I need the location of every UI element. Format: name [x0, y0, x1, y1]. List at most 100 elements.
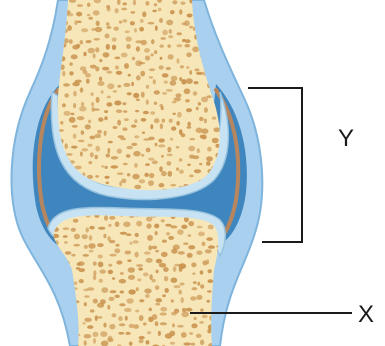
bone-pore [207, 147, 212, 152]
bone-pore [84, 245, 88, 249]
bone-pore [177, 112, 182, 118]
bone-pore [152, 279, 156, 283]
bone-pore [189, 70, 192, 74]
bone-pore [114, 57, 120, 60]
bone-pore [201, 128, 208, 134]
bone-pore [148, 158, 154, 161]
bone-pore [176, 167, 179, 170]
bone-pore [79, 279, 84, 283]
bone-pore [183, 342, 191, 345]
bone-pore [132, 240, 138, 243]
bone-pore [155, 26, 158, 31]
bone-pore [176, 58, 179, 63]
bone-pore [181, 79, 186, 85]
bone-pore [116, 109, 122, 113]
bone-pore [82, 234, 88, 239]
bone-pore [88, 144, 93, 147]
bone-pore [208, 245, 215, 249]
bone-pore [213, 3, 219, 6]
bone-pore [128, 289, 135, 294]
bone-pore [64, 241, 68, 243]
bone-pore [73, 219, 79, 223]
bone-pore [194, 317, 197, 320]
bone-pore [146, 148, 151, 153]
bone-pore [128, 267, 135, 273]
bone-pore [88, 17, 93, 20]
bone-pore [121, 8, 127, 11]
bone-pore [98, 255, 103, 259]
label-y: Y [338, 125, 354, 152]
bone-pore [106, 182, 109, 185]
bone-pore [83, 52, 86, 57]
bone-pore [145, 163, 150, 166]
bone-pore [101, 90, 104, 94]
bone-pore [158, 331, 161, 336]
bone-pore [173, 113, 176, 115]
bone-pore [161, 171, 167, 176]
bone-pore [146, 258, 153, 263]
bone-pore [95, 315, 98, 321]
bone-pore [171, 126, 176, 130]
bone-pore [143, 323, 147, 326]
label-x: X [358, 301, 374, 328]
bone-pore [192, 46, 199, 52]
bone-pore [200, 340, 204, 346]
bone-pore [98, 227, 105, 230]
bone-pore [84, 295, 89, 298]
bone-pore [155, 231, 158, 235]
bone-pore [142, 131, 145, 134]
bone-pore [139, 62, 146, 64]
bone-pore [142, 11, 146, 17]
bone-pore [154, 118, 160, 123]
bone-pore [168, 171, 173, 177]
bone-pore [125, 316, 128, 321]
bone-pore [179, 158, 183, 161]
bone-pore [166, 67, 171, 70]
bone-pore [63, 235, 68, 238]
bone-pore [196, 334, 202, 338]
bone-pore [123, 222, 130, 228]
bone-pore [106, 154, 110, 158]
bone-pore [115, 8, 119, 13]
bone-pore [73, 134, 77, 139]
bone-pore [146, 99, 149, 104]
bone-pore [199, 163, 202, 165]
bone-pore [180, 65, 184, 68]
bone-pore [165, 224, 172, 227]
bone-pore [173, 285, 180, 288]
bone-pore [196, 251, 202, 255]
bone-pore [135, 252, 139, 258]
bone-pore [91, 102, 94, 107]
bone-pore [65, 143, 68, 149]
bone-pore [190, 138, 196, 140]
bone-pore [155, 303, 160, 306]
bone-pore [212, 117, 216, 120]
bone-pore [191, 323, 197, 328]
bone-pore [144, 173, 148, 177]
bone-pore [149, 68, 155, 71]
bone-pore [95, 155, 98, 160]
bone-pore [224, 35, 228, 39]
bone-pore [191, 343, 195, 346]
bone-pore [169, 119, 173, 123]
bone-pore [118, 332, 124, 335]
bone-pore [200, 309, 203, 312]
bone-pore [214, 127, 220, 132]
bone-pore [80, 40, 83, 44]
bone-pore [200, 270, 204, 274]
bone-pore [176, 146, 180, 149]
bone-pore [161, 106, 164, 110]
bone-pore [150, 53, 153, 56]
bone-pore [171, 76, 178, 81]
bone-pore [104, 110, 108, 113]
bone-pore [189, 26, 193, 29]
bone-pore [154, 102, 157, 105]
bone-pore [219, 35, 222, 38]
bone-pore [161, 155, 164, 158]
bone-pore [159, 18, 163, 23]
bone-pore [161, 219, 165, 222]
bone-pore [125, 332, 130, 335]
bone-pore [136, 287, 139, 291]
bone-pore [96, 21, 100, 27]
bone-pore [112, 277, 115, 280]
